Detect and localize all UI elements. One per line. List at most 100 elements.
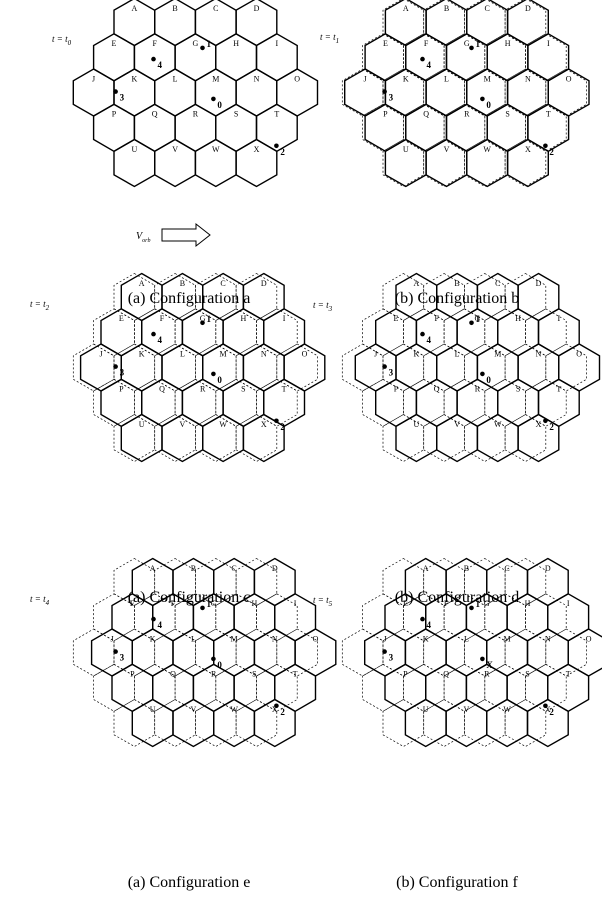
cell-label: L	[444, 74, 449, 83]
panel-caption: (b) Configuration d	[395, 589, 519, 606]
cell-label: K	[414, 349, 420, 358]
cell-label: Q	[152, 110, 158, 119]
user-point	[113, 364, 118, 369]
cell-label: D	[261, 279, 267, 288]
ground-hex-cell	[484, 103, 526, 152]
cell-label: D	[272, 564, 278, 573]
ground-hex-cell	[464, 699, 506, 747]
cell-label: V	[464, 705, 470, 714]
ground-hex-cell	[504, 414, 547, 462]
user-point-label: 1	[207, 599, 212, 609]
user-point	[211, 371, 216, 377]
ground-hex-cell	[464, 273, 506, 321]
cell-label: M	[484, 74, 491, 83]
ground-hex-cell	[134, 593, 176, 642]
user-point	[274, 418, 279, 424]
time-label: t = t0	[52, 34, 72, 47]
ground-hex-cell	[134, 308, 176, 357]
cell-label: V	[444, 145, 450, 154]
user-point	[274, 143, 279, 149]
ground-hex-cell	[423, 273, 465, 321]
cell-label: N	[536, 349, 542, 358]
user-point	[420, 616, 425, 622]
user-point-label: 3	[389, 93, 394, 103]
ground-hex-cell	[504, 0, 547, 46]
cell-label: H	[515, 314, 521, 323]
cell-label: F	[434, 314, 439, 323]
ground-hex-cell	[113, 558, 156, 606]
cell-label: M	[212, 74, 219, 83]
cell-label: I	[283, 314, 286, 323]
user-point	[200, 45, 205, 51]
cell-label: C	[220, 279, 225, 288]
user-point	[543, 703, 548, 709]
cell-label: K	[423, 634, 429, 643]
ground-hex-cell	[215, 308, 257, 357]
user-point	[274, 703, 279, 709]
ground-hex-cell	[113, 628, 156, 677]
cell-label: A	[414, 279, 420, 288]
user-point	[543, 143, 548, 149]
cell-label: M	[231, 634, 238, 643]
cell-label: A	[423, 564, 429, 573]
user-point-label: 0	[486, 375, 491, 385]
cell-label: U	[403, 145, 409, 154]
ground-hex-cell	[504, 273, 547, 321]
cell-label: A	[150, 564, 156, 573]
ground-hex-cell	[464, 628, 506, 677]
user-point	[469, 320, 474, 326]
cell-label: F	[160, 314, 165, 323]
ground-hex-cell	[423, 628, 465, 677]
ground-hex-cell	[154, 273, 196, 321]
cell-label: O	[566, 74, 572, 83]
cell-label: D	[545, 564, 551, 573]
user-point-label: 2	[549, 147, 554, 157]
user-point	[113, 89, 118, 94]
cell-label: W	[494, 420, 502, 429]
ground-hex-cell	[174, 378, 217, 427]
user-point	[480, 371, 485, 377]
user-point	[469, 605, 474, 611]
cell-label: M	[220, 349, 227, 358]
user-point	[200, 605, 205, 611]
user-point-label: 2	[280, 147, 285, 157]
ground-hex-cell	[403, 103, 445, 152]
cell-label: L	[173, 74, 178, 83]
time-label: t = t2	[30, 299, 50, 312]
cell-label: E	[130, 599, 135, 608]
hex-cell	[526, 698, 569, 748]
user-point-label: 4	[427, 620, 432, 630]
ground-hex-cell	[525, 103, 567, 152]
cell-label: Q	[434, 385, 440, 394]
ground-hex-cell	[154, 343, 196, 392]
user-point-label: 0	[217, 660, 222, 670]
cell-label: S	[525, 670, 529, 679]
ground-hex-cell	[525, 663, 567, 712]
ground-hex-cell	[403, 308, 445, 357]
ground-hex-cell	[93, 593, 135, 642]
cell-label: Q	[170, 670, 176, 679]
ground-hex-cell	[256, 308, 298, 357]
cell-label: G	[475, 314, 481, 323]
cell-label: L	[191, 634, 196, 643]
time-label: t = t3	[313, 300, 333, 313]
user-point-label: 4	[158, 335, 163, 345]
cell-label: M	[494, 349, 501, 358]
cell-label: R	[475, 385, 481, 394]
ground-hex-cell	[403, 378, 445, 427]
cell-label: V	[172, 145, 178, 154]
ground-hex-cell	[464, 343, 506, 392]
ground-hex-cell	[504, 558, 547, 606]
user-point-label: 1	[476, 39, 481, 49]
ground-hex-cell	[134, 663, 176, 712]
ground-hex-cell	[545, 68, 587, 117]
ground-hex-cell	[276, 343, 318, 392]
ground-grid	[341, 558, 587, 747]
cell-label: V	[454, 420, 460, 429]
ground-hex-cell	[403, 663, 445, 712]
cell-label: U	[414, 420, 420, 429]
ground-hex-cell	[382, 273, 425, 321]
cell-label: J	[99, 349, 102, 358]
